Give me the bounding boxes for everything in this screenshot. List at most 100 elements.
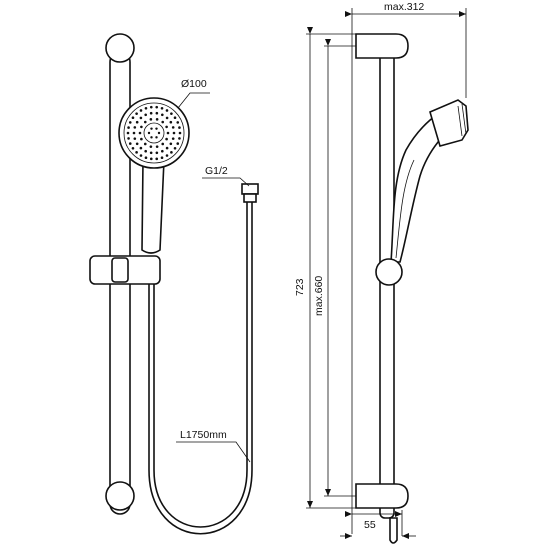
hose-connector-body xyxy=(243,193,257,203)
spray-nozzle xyxy=(138,131,142,135)
spray-nozzle xyxy=(140,125,143,129)
hose-length-leader xyxy=(176,441,251,463)
spray-nozzle xyxy=(149,105,153,109)
spray-nozzles xyxy=(126,105,182,161)
spray-nozzle xyxy=(144,149,147,153)
shower-hose-front-inner xyxy=(153,200,248,528)
spray-nozzle xyxy=(173,116,177,120)
bottom-wall-bracket-front xyxy=(105,481,135,511)
spray-nozzle xyxy=(143,142,147,146)
spray-nozzle xyxy=(155,111,159,115)
spray-nozzle xyxy=(178,137,181,140)
spray-nozzle xyxy=(165,125,168,129)
spray-nozzle xyxy=(155,105,159,109)
spray-nozzle xyxy=(143,120,147,124)
spray-nozzle xyxy=(165,154,169,157)
spray-nozzle xyxy=(144,156,148,160)
hose-connector-nut xyxy=(241,183,259,195)
spray-nozzle xyxy=(147,131,151,135)
spray-nozzle xyxy=(173,146,177,150)
spray-nozzle xyxy=(144,106,148,110)
side-view: max.312 723 max.660 55 xyxy=(294,1,469,544)
diameter-label: Ø100 xyxy=(181,78,207,90)
center-spray-ring xyxy=(143,122,165,144)
bottom-wall-bracket-side xyxy=(355,483,409,509)
hose-length-label: L1750mm xyxy=(180,429,227,441)
spray-nozzle xyxy=(176,142,180,145)
spray-nozzle xyxy=(160,156,164,160)
spray-nozzle xyxy=(133,126,137,129)
spray-nozzle xyxy=(165,137,168,141)
spray-nozzle xyxy=(149,151,153,155)
spray-nozzle xyxy=(161,142,165,146)
spray-nozzle xyxy=(127,137,130,140)
spray-nozzle xyxy=(157,131,161,135)
diameter-leader xyxy=(177,92,210,109)
spray-nozzle xyxy=(171,137,175,140)
spray-nozzle xyxy=(171,126,175,129)
spray-nozzle xyxy=(128,121,132,124)
slider-holder-knob xyxy=(111,257,129,283)
spray-nozzle xyxy=(155,151,159,155)
spray-nozzle xyxy=(149,157,153,161)
spray-nozzle xyxy=(166,131,170,135)
spray-nozzle xyxy=(170,151,173,154)
hand-shower-head-front xyxy=(118,97,190,169)
spray-face-side xyxy=(457,103,467,137)
spray-nozzle xyxy=(155,145,159,148)
top-wall-bracket-side xyxy=(355,33,409,59)
spray-nozzle xyxy=(165,146,169,150)
range-label: max.660 xyxy=(313,276,325,316)
spray-nozzle xyxy=(169,142,173,146)
spray-nozzle xyxy=(149,145,153,148)
spray-nozzle xyxy=(139,116,143,120)
spray-nozzle xyxy=(160,106,164,110)
spray-nozzle xyxy=(155,127,158,130)
spray-face xyxy=(123,102,185,164)
spray-nozzle xyxy=(139,146,143,150)
spray-nozzle xyxy=(161,113,164,117)
projection-label: max.312 xyxy=(384,1,424,13)
spray-nozzle xyxy=(170,112,173,115)
height-label: 723 xyxy=(294,278,306,296)
thread-leader xyxy=(202,177,250,187)
spray-nozzle xyxy=(155,118,159,121)
spray-nozzle xyxy=(150,136,153,139)
slider-holder-side xyxy=(375,258,403,286)
spray-nozzle xyxy=(149,118,153,121)
offset-label: 55 xyxy=(364,519,376,531)
spray-nozzle xyxy=(131,116,135,120)
thread-label: G1/2 xyxy=(205,165,228,177)
top-wall-bracket-front xyxy=(105,33,135,63)
spray-nozzle xyxy=(126,131,130,135)
spray-nozzle xyxy=(169,120,173,124)
spray-nozzle xyxy=(165,109,169,112)
spray-nozzle xyxy=(150,127,153,130)
spray-nozzle xyxy=(178,126,181,129)
spray-nozzle xyxy=(140,137,143,141)
spray-nozzle xyxy=(131,146,135,150)
spray-nozzle xyxy=(161,120,165,124)
spray-nozzle xyxy=(135,151,138,154)
spray-nozzle xyxy=(135,142,139,146)
spray-nozzle xyxy=(132,131,136,135)
spray-nozzle xyxy=(176,121,180,124)
spray-nozzle xyxy=(155,136,158,139)
spray-nozzle xyxy=(133,137,137,140)
hand-shower-handle-front xyxy=(141,159,165,254)
spray-nozzle xyxy=(144,113,147,117)
spray-nozzle xyxy=(178,131,182,135)
hand-shower-side-contour xyxy=(395,159,415,259)
hose-outlet-side xyxy=(389,517,398,544)
spray-nozzle xyxy=(149,111,153,115)
spray-nozzle xyxy=(127,126,130,129)
spray-nozzle xyxy=(165,116,169,120)
spray-nozzle xyxy=(128,142,132,145)
spray-nozzle xyxy=(135,120,139,124)
spray-nozzle xyxy=(135,112,138,115)
front-view: Ø100 G1/2 L1750mm xyxy=(89,33,259,535)
spray-nozzle xyxy=(172,131,176,135)
spray-nozzle xyxy=(139,154,143,157)
shower-hose-front xyxy=(148,200,253,535)
